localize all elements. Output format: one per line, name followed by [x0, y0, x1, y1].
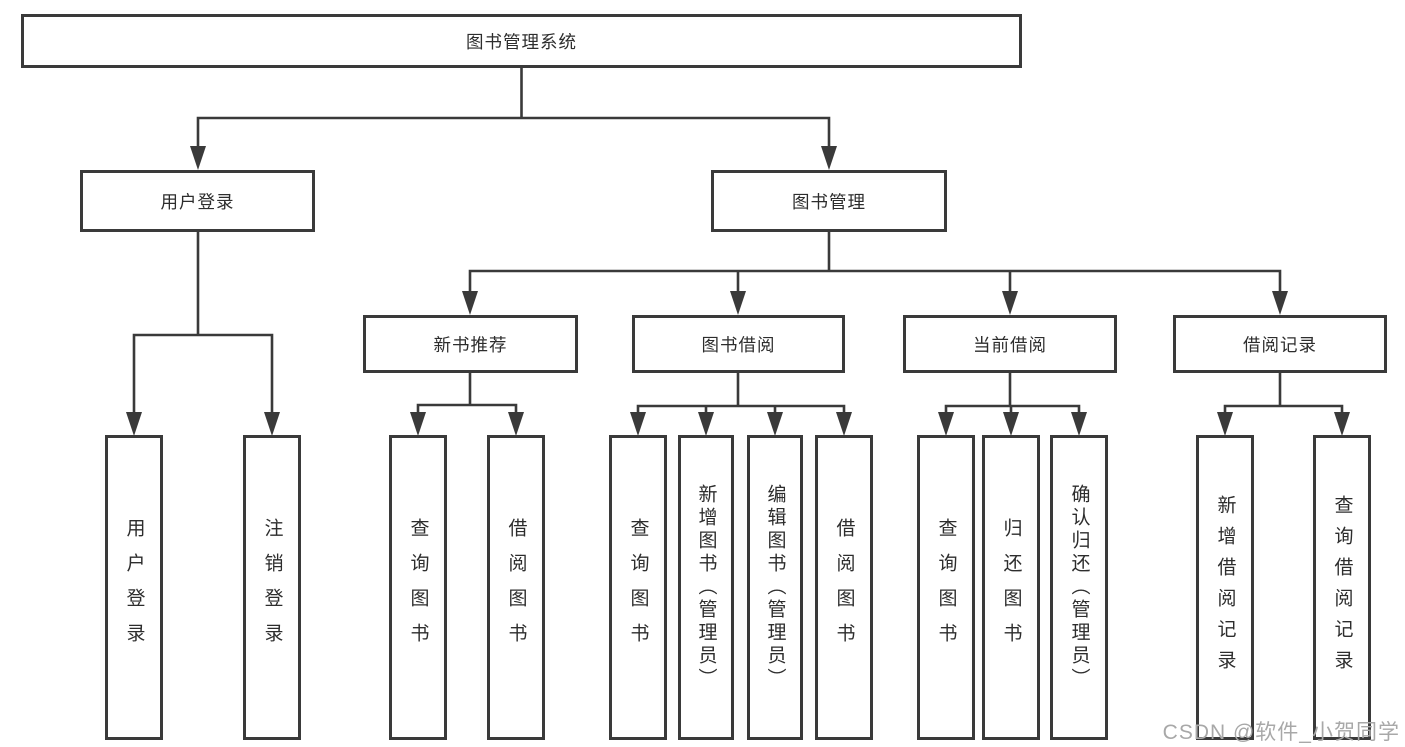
- node-user-login-label: 用户登录: [160, 191, 235, 212]
- leaf-borrow-books: 借阅图书: [815, 435, 873, 740]
- leaf-add-books-admin-label: 新增图书（管理员）: [695, 484, 717, 691]
- leaf-query-books-current-label: 查询图书: [935, 517, 957, 658]
- arrowheads-borrowrecords-leaves: [1217, 412, 1350, 436]
- node-new-book-recommend: 新书推荐: [363, 315, 578, 373]
- leaf-borrow-books-recommend: 借阅图书: [487, 435, 545, 740]
- leaf-return-books-label: 归还图书: [1000, 517, 1022, 658]
- leaf-borrow-books-recommend-label: 借阅图书: [505, 517, 527, 658]
- arrowheads-bookborrow-leaves: [630, 412, 852, 436]
- node-book-management: 图书管理: [711, 170, 947, 232]
- node-book-management-label: 图书管理: [792, 191, 866, 212]
- leaf-user-login: 用户登录: [105, 435, 163, 740]
- node-current-borrow: 当前借阅: [903, 315, 1117, 373]
- leaf-query-books-recommend-label: 查询图书: [407, 517, 429, 658]
- arrowheads-level3: [462, 291, 1288, 315]
- csdn-watermark: CSDN @软件_小贺同学: [1162, 721, 1400, 744]
- leaf-query-books-borrow: 查询图书: [609, 435, 667, 740]
- leaf-add-borrow-record: 新增借阅记录: [1196, 435, 1254, 740]
- node-new-book-recommend-label: 新书推荐: [433, 334, 508, 355]
- leaf-edit-books-admin-label: 编辑图书（管理员）: [764, 484, 786, 691]
- leaf-edit-books-admin: 编辑图书（管理员）: [747, 435, 803, 740]
- leaf-logout-label: 注销登录: [261, 517, 283, 658]
- leaf-query-books-current: 查询图书: [917, 435, 975, 740]
- leaf-query-books-borrow-label: 查询图书: [627, 517, 649, 658]
- leaf-return-books: 归还图书: [982, 435, 1040, 740]
- arrowheads-userlogin-leaves: [126, 412, 280, 436]
- arrowheads-newbookrec-leaves: [410, 412, 524, 436]
- node-current-borrow-label: 当前借阅: [973, 334, 1047, 355]
- arrowheads-level2: [190, 146, 837, 170]
- connector-bookborrow-to-leaves: [636, 373, 846, 414]
- leaf-user-login-label: 用户登录: [123, 517, 145, 658]
- leaf-add-borrow-record-label: 新增借阅记录: [1214, 494, 1236, 681]
- node-book-borrow-label: 图书借阅: [701, 334, 776, 355]
- connector-currentborrow-to-leaves: [944, 373, 1081, 414]
- leaf-logout: 注销登录: [243, 435, 301, 740]
- leaf-query-books-recommend: 查询图书: [389, 435, 447, 740]
- leaf-query-borrow-record: 查询借阅记录: [1313, 435, 1371, 740]
- node-user-login: 用户登录: [80, 170, 315, 232]
- connector-borrowrecords-to-leaves: [1223, 373, 1344, 414]
- node-book-borrow: 图书借阅: [632, 315, 845, 373]
- connector-root-to-level2: [196, 68, 831, 148]
- node-root-label: 图书管理系统: [466, 31, 577, 52]
- leaf-query-borrow-record-label: 查询借阅记录: [1331, 494, 1353, 681]
- leaf-add-books-admin: 新增图书（管理员）: [678, 435, 734, 740]
- node-borrow-records: 借阅记录: [1173, 315, 1387, 373]
- connector-newbookrec-to-leaves: [416, 373, 518, 414]
- leaf-confirm-return-admin: 确认归还（管理员）: [1050, 435, 1108, 740]
- node-borrow-records-label: 借阅记录: [1243, 334, 1317, 355]
- connector-bookmgmt-to-level3: [468, 232, 1282, 293]
- leaf-confirm-return-admin-label: 确认归还（管理员）: [1068, 484, 1090, 691]
- leaf-borrow-books-label: 借阅图书: [833, 517, 855, 658]
- connector-userlogin-to-leaves: [132, 232, 274, 414]
- arrowheads-currentborrow-leaves: [938, 412, 1087, 436]
- node-root-system: 图书管理系统: [21, 14, 1022, 68]
